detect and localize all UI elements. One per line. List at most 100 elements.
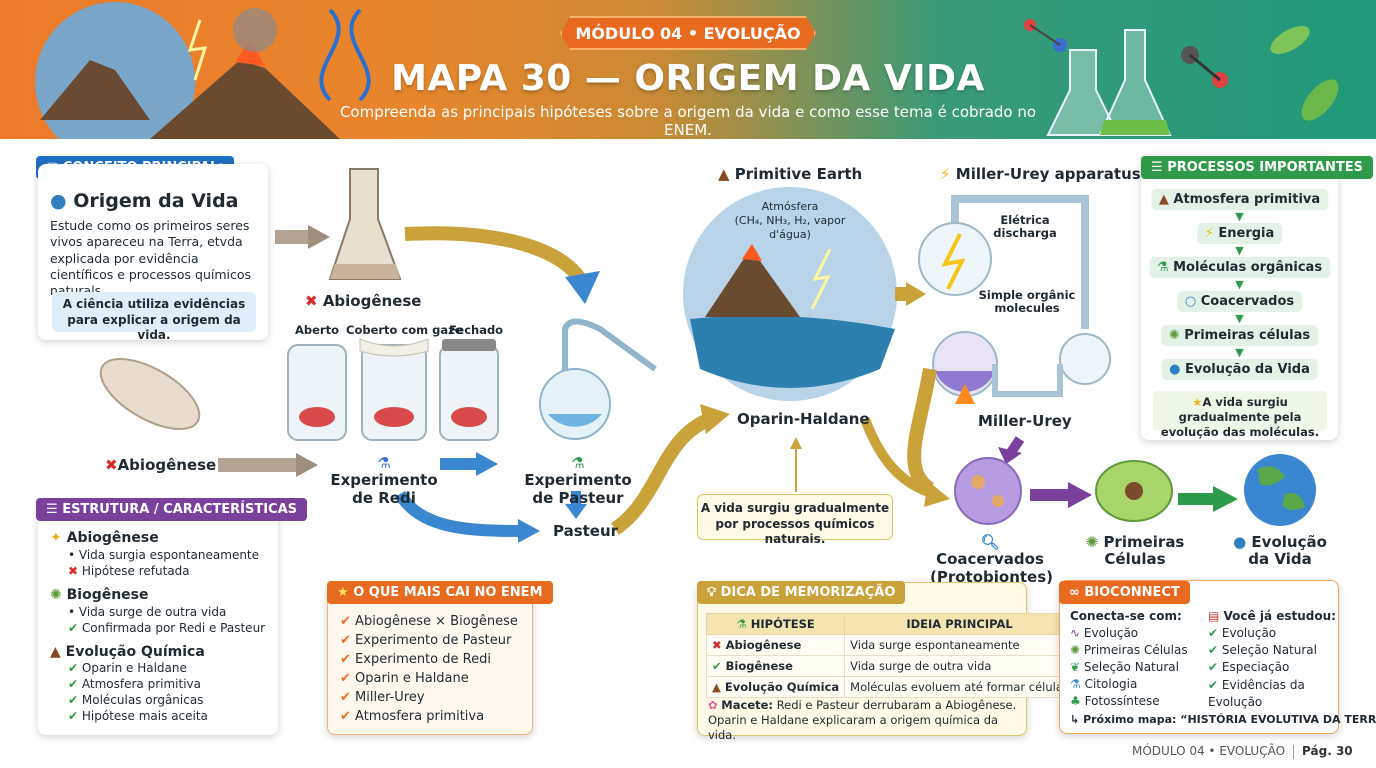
- bio-left-item: ✺ Primeiras Células: [1070, 643, 1188, 657]
- globe-icon: ●: [50, 190, 67, 212]
- enem-item: ✔ Oparin e Haldane: [340, 671, 469, 686]
- down-arrow-icon: ▼: [1235, 346, 1244, 359]
- check-icon: ✔: [68, 709, 79, 723]
- bio-right-title: ▤ Você já estudou:: [1208, 609, 1336, 623]
- bioconnect-card: Conecta-se com: ∿ Evolução ✺ Primeiras C…: [1059, 580, 1376, 734]
- check-icon: ✔: [68, 693, 79, 707]
- bio-left-item: ♣ Fotossíntese: [1070, 694, 1160, 708]
- memo-tag: 💡︎ DICA DE MEMORIZAÇÃO: [697, 581, 906, 604]
- flow-arrow: [610, 412, 713, 535]
- down-arrow-icon: ▼: [1235, 278, 1244, 291]
- check-icon: ✔: [340, 690, 351, 705]
- structure-group-title: ✦ Abiogênese: [50, 530, 159, 546]
- bio-right-item: ✔ Seleção Natural: [1208, 643, 1317, 657]
- check-icon: ✔: [1208, 643, 1219, 657]
- bioconnect-tag: ∞ BIOCONNECT: [1059, 581, 1190, 604]
- enem-item: ✔ Experimento de Pasteur: [340, 633, 512, 648]
- memo-table: ⚗ HIPÓTESE IDEIA PRINCIPAL ✖ Abiogênese …: [705, 613, 1075, 698]
- redi-label: ⚗ Experimento de Redi: [330, 454, 438, 507]
- bacteria-icon: ✺: [50, 587, 62, 603]
- memo-cell: ▲ Evolução Química: [705, 676, 846, 698]
- check-icon: ✔: [340, 633, 351, 648]
- globe-icon: ●: [1169, 362, 1181, 377]
- check-icon: ✔: [1208, 678, 1219, 692]
- dna-icon: [319, 8, 371, 102]
- down-arrow-icon: ▼: [1235, 244, 1244, 257]
- meat-icon: [299, 407, 335, 427]
- page-subtitle: Compreenda as principais hipóteses sobre…: [339, 103, 1037, 139]
- flow-arrow: [404, 226, 586, 284]
- process-item: ● Evolução da Vida: [1161, 359, 1318, 380]
- bio-right-item: ✔ Evidências da Evolução: [1208, 678, 1305, 709]
- enem-tag: ★ O QUE MAIS CAI NO ENEM: [327, 581, 553, 604]
- coacervate-icon: [954, 457, 1022, 525]
- enem-item: ✔ Miller-Urey: [340, 690, 425, 705]
- check-icon: ✔: [68, 621, 79, 635]
- memo-cell: Vida surge espontaneamente: [844, 634, 1075, 656]
- link-icon: ∞: [1069, 585, 1080, 600]
- books-icon: ▤: [1208, 609, 1220, 623]
- jar-closed-label: Fechado: [449, 323, 504, 337]
- oparin-note: A vida surgiu gradualmente por processos…: [697, 494, 893, 546]
- primeiras-celulas-label: ✺ Primeiras Células: [1085, 533, 1185, 569]
- lightning-icon: [941, 233, 966, 290]
- lightning-icon: ⚡: [1204, 226, 1214, 241]
- star-icon: ★: [337, 585, 349, 600]
- miller-label: Miller-Urey: [978, 412, 1072, 430]
- volcano-icon: ▲: [718, 165, 730, 183]
- footer-module: MÓDULO 04 • EVOLUÇÃO: [1132, 744, 1286, 758]
- bacteria-icon: ✺: [1070, 643, 1081, 657]
- process-item: ✺ Primeiras células: [1160, 325, 1319, 346]
- coacervados-label: 🔍︎ Coacervados (Protobiontes): [930, 533, 1054, 586]
- concept-text: Estude como os primeiros seres vivos apa…: [50, 218, 252, 298]
- header-banner: MÓDULO 04 • EVOLUÇÃO MAPA 30 — ORIGEM DA…: [0, 0, 1376, 139]
- processes-tag: ☰ PROCESSOS IMPORTANTES: [1141, 156, 1373, 179]
- pasteur-experiment-label: ⚗ Experimento de Pasteur: [524, 454, 632, 507]
- process-item: ⚗ Moléculas orgânicas: [1148, 257, 1331, 278]
- volcano-icon: [705, 257, 800, 317]
- table-row: ▲ Evolução Química Moléculas evoluem até…: [705, 676, 1075, 698]
- structure-item: • Vida surge de outra vida: [68, 605, 227, 619]
- oparin-label: Oparin-Haldane: [737, 410, 870, 428]
- enem-item: ✔ Experimento de Redi: [340, 652, 491, 667]
- processes-note: ★A vida surgiu gradualmente pela evoluçã…: [1153, 391, 1327, 439]
- primitive-earth-label: ▲ Primitive Earth: [718, 165, 863, 183]
- list-icon: ☰: [46, 502, 58, 517]
- footer: MÓDULO 04 • EVOLUÇÃO Pág. 30: [1132, 744, 1353, 759]
- test-tube-icon: ⚗: [571, 454, 585, 472]
- magnifier-icon: 🔍︎: [980, 533, 1000, 551]
- test-tube-icon: ⚗: [1156, 260, 1169, 275]
- electric-discharge-label: Elétrica discharga: [993, 213, 1057, 241]
- star-icon: ★: [1192, 395, 1203, 409]
- abiogenese-left-label: ✖Abiogênese: [105, 456, 217, 474]
- footer-page: Pág. 30: [1302, 744, 1353, 758]
- processes-card: ▲ Atmosfera primitiva ▼ ⚡ Energia ▼ ⚗ Mo…: [1141, 155, 1338, 440]
- flow-diagram: [99, 168, 1316, 543]
- check-icon: ✔: [68, 677, 79, 691]
- enem-item: ✔ Atmosfera primitiva: [340, 709, 485, 724]
- next-map-link[interactable]: ↳ Próximo mapa: “HISTÓRIA EVOLUTIVA DA T…: [1070, 713, 1376, 726]
- evolucao-label: ● Evolução da Vida: [1233, 533, 1327, 569]
- down-arrow-icon: ▼: [1235, 210, 1244, 223]
- jar-open-label: Aberto: [295, 323, 340, 337]
- lightning-icon: [187, 19, 208, 81]
- flask-icon: [328, 168, 402, 280]
- bacteria-icon: [1270, 26, 1310, 54]
- earth-icon: [1244, 454, 1316, 526]
- miller-apparatus-icon: [951, 195, 1089, 329]
- check-icon: ✔: [340, 671, 351, 686]
- pasteur-label: Pasteur: [553, 522, 619, 540]
- x-icon: ✖: [305, 292, 318, 310]
- jar-gauze-label: Coberto com gaze: [346, 323, 463, 337]
- memo-col-idea: IDEIA PRINCIPAL: [844, 613, 1075, 635]
- header-illustrations: [35, 2, 1339, 139]
- bio-left-item: ⚗ Citologia: [1070, 677, 1138, 691]
- structure-item: ✔ Atmosfera primitiva: [68, 677, 201, 691]
- abiogenese-top-label: ✖ Abiogênese: [305, 292, 422, 310]
- x-icon: ✖: [712, 638, 722, 652]
- table-row: ✔ Biogênese Vida surge de outra vida: [705, 655, 1075, 677]
- structure-group-title: ▲ Evolução Química: [50, 644, 205, 660]
- concept-card: ● Origem da Vida Estude como os primeiro…: [38, 164, 268, 342]
- check-icon: ✔: [68, 661, 79, 675]
- check-icon: ✔: [1208, 660, 1219, 674]
